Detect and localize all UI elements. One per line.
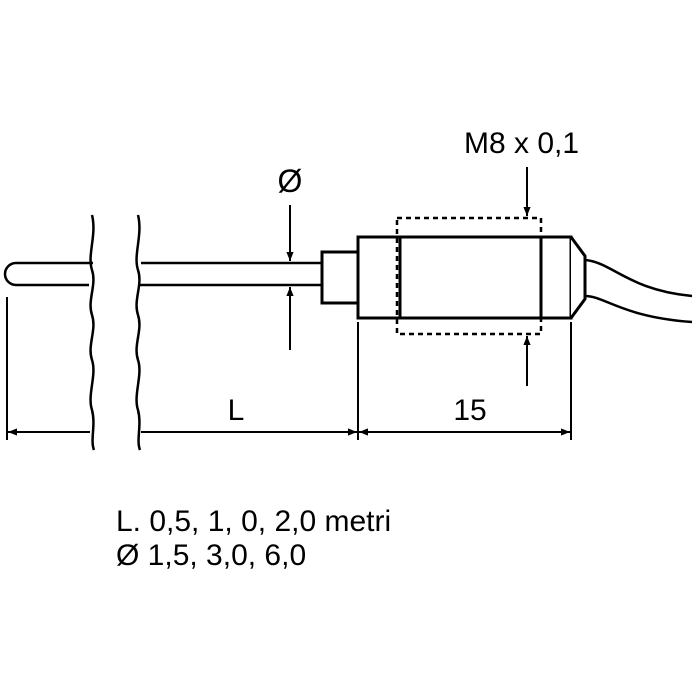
thread-envelope <box>395 216 543 336</box>
length-label: L <box>228 394 245 427</box>
cable-bottom <box>584 294 693 324</box>
diameter-options-note: Ø 1,5, 3,0, 6,0 <box>116 539 307 572</box>
cable-top <box>584 258 693 298</box>
probe-collar <box>320 250 360 305</box>
break-line-left <box>89 214 96 451</box>
cable-gland <box>569 236 587 319</box>
probe-tip <box>3 261 93 287</box>
length-options-note: L. 0,5, 1, 0, 2,0 metri <box>116 505 392 538</box>
sensor-body <box>356 235 573 320</box>
thread-label: M8 x 0,1 <box>464 127 579 160</box>
break-line-right <box>135 214 142 451</box>
diameter-symbol-label: Ø <box>278 163 303 199</box>
body-length-label: 15 <box>453 394 486 427</box>
